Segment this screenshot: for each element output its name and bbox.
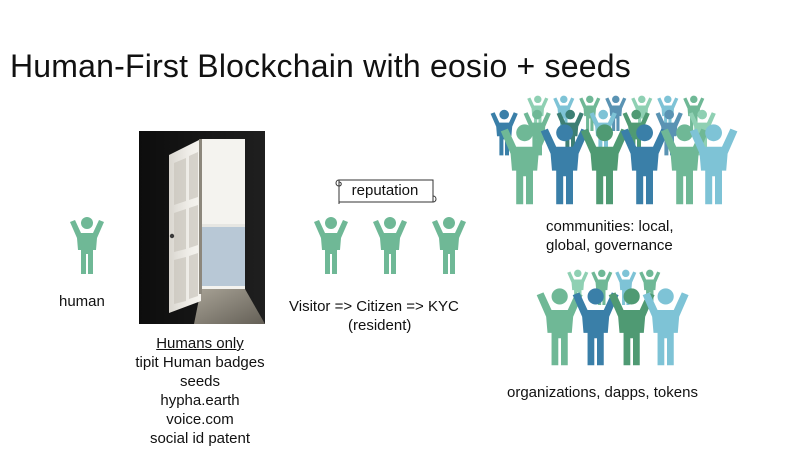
- communities-line2: global, governance: [546, 237, 673, 254]
- progression-line2: (resident): [348, 317, 412, 334]
- door-photo: [139, 131, 265, 324]
- scroll-banner-icon: [335, 179, 437, 204]
- humans-only-heading: Humans only: [156, 335, 244, 352]
- kyc-figure-icon: [432, 217, 466, 274]
- humans-only-item: tipit Human badges: [135, 354, 265, 371]
- visitor-figure-icon: [314, 217, 348, 274]
- humans-only-item: hypha.earth: [160, 392, 240, 409]
- human-label: human: [59, 293, 105, 310]
- humans-only-item: seeds: [179, 373, 221, 390]
- progression-line1: Visitor => Citizen => KYC: [289, 298, 459, 315]
- reputation-label: reputation: [351, 182, 419, 199]
- communities-crowd-icon: [490, 95, 738, 205]
- organizations-crowd-icon: [536, 269, 689, 366]
- organizations-label: organizations, dapps, tokens: [507, 384, 698, 401]
- humans-only-item: voice.com: [166, 411, 234, 428]
- citizen-figure-icon: [373, 217, 407, 274]
- human-figure-icon: [70, 217, 104, 274]
- humans-only-block: Humans only tipit Human badges seeds hyp…: [113, 334, 287, 448]
- communities-line1: communities: local,: [546, 218, 674, 235]
- humans-only-item: social id patent: [149, 430, 251, 447]
- slide-title: Human-First Blockchain with eosio + seed…: [10, 48, 631, 84]
